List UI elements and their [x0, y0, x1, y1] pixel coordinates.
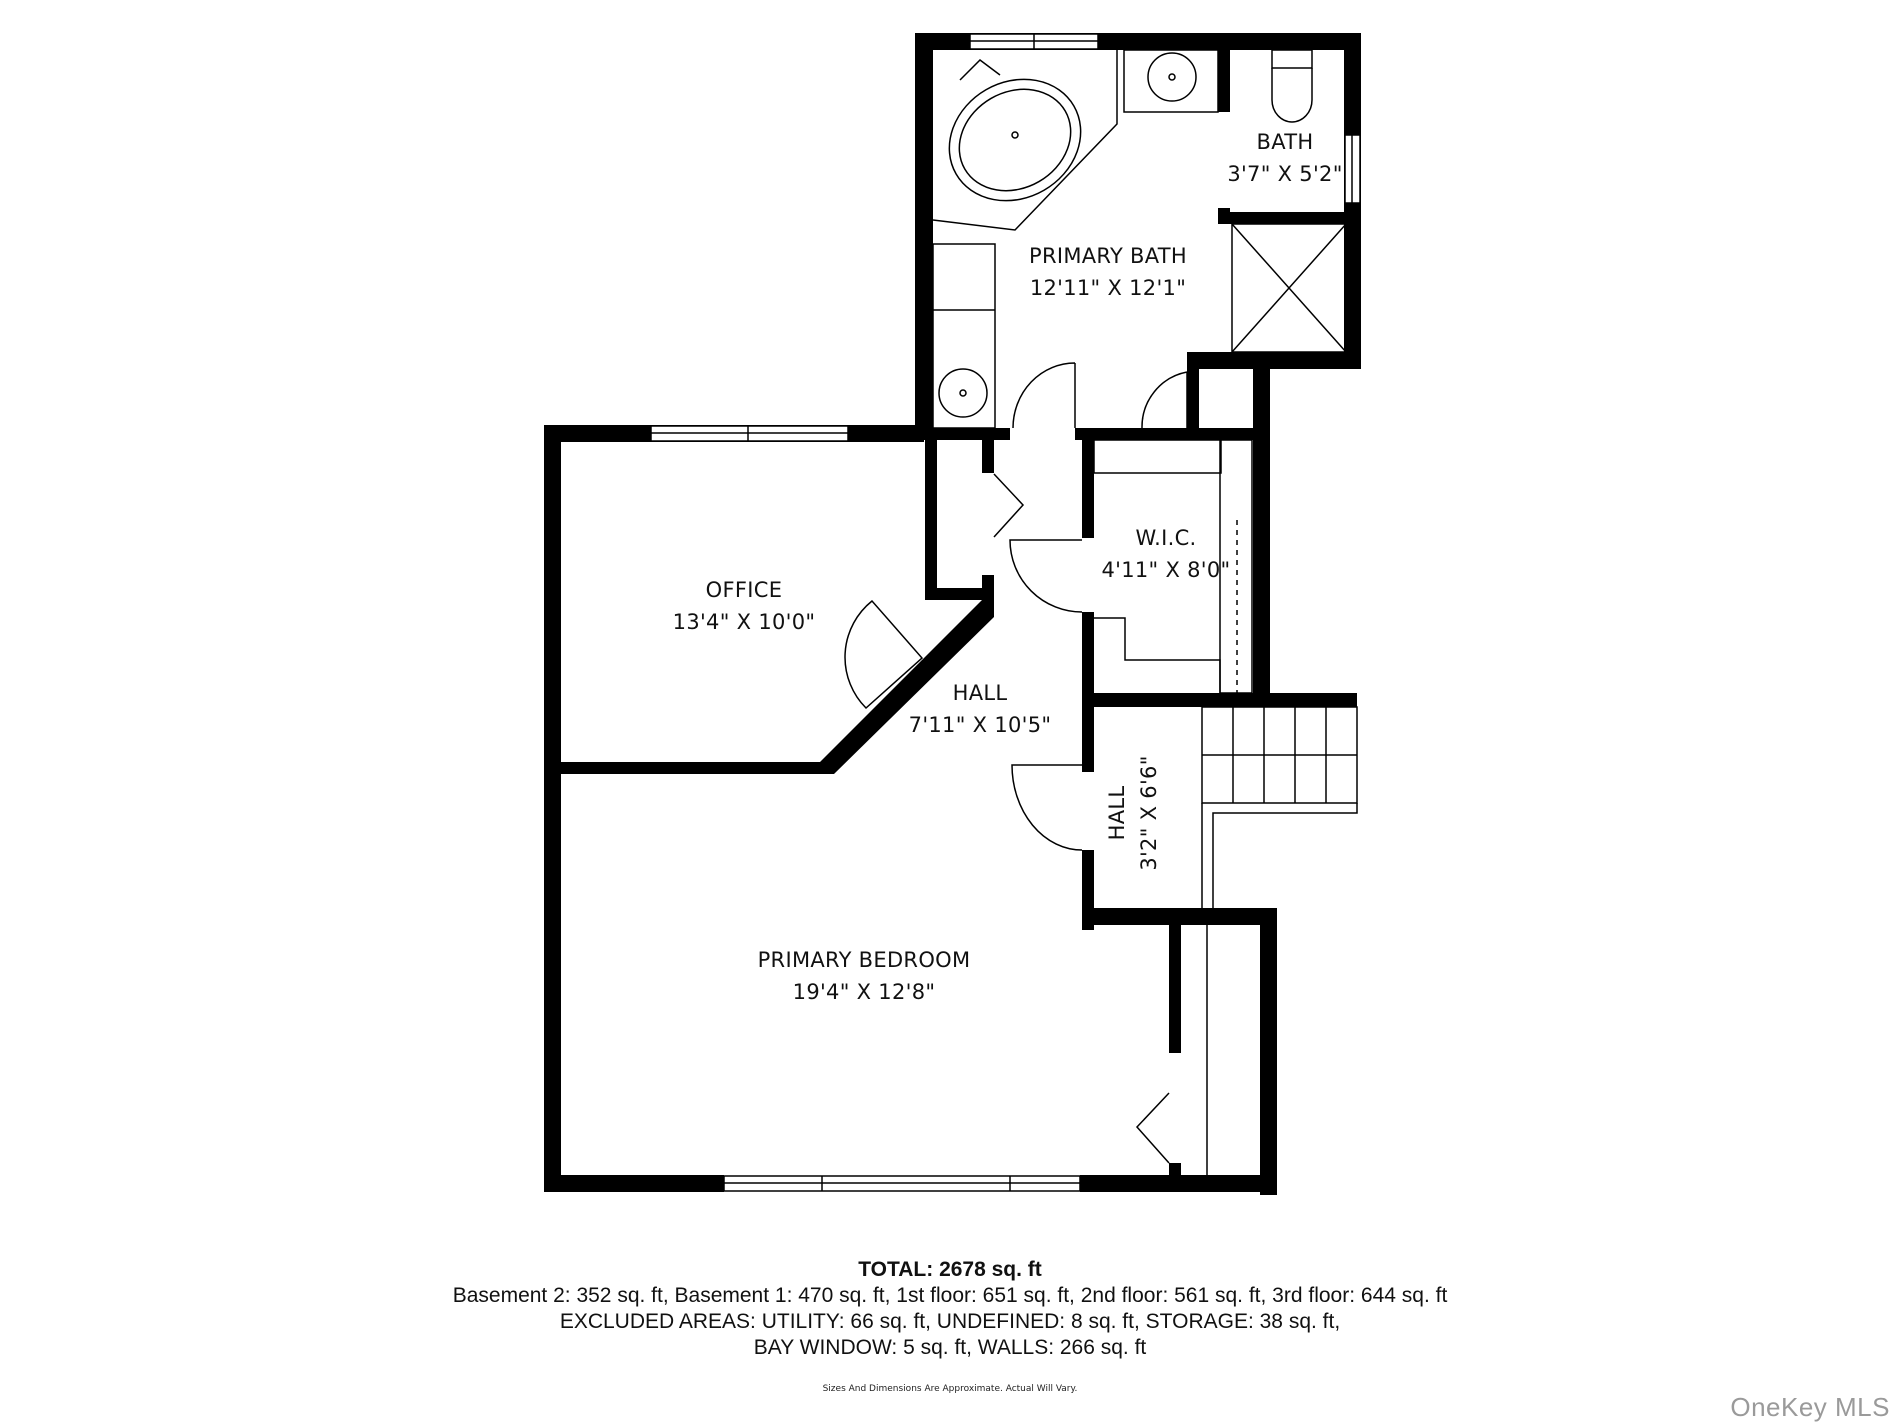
floor-areas: Basement 2: 352 sq. ft, Basement 1: 470 …: [452, 1284, 1448, 1307]
room-name: W.I.C.: [1135, 526, 1197, 550]
room-office: OFFICE 13'4" X 10'0": [673, 574, 816, 638]
watermark: OneKey MLS: [1730, 1392, 1890, 1422]
room-dimensions: 12'11" X 12'1": [1029, 276, 1187, 300]
room-primary-bath: PRIMARY BATH 12'11" X 12'1": [1029, 240, 1187, 304]
room-name: HALL: [1105, 785, 1129, 841]
windows: [650, 33, 1361, 1192]
room-name: OFFICE: [705, 578, 783, 602]
disclaimer: Sizes And Dimensions Are Approximate. Ac…: [822, 1384, 1078, 1394]
room-name: HALL: [952, 681, 1008, 705]
excluded-areas-line-1: EXCLUDED AREAS: UTILITY: 66 sq. ft, UNDE…: [559, 1310, 1341, 1333]
room-wic: W.I.C. 4'11" X 8'0": [1101, 522, 1230, 586]
room-dimensions: 19'4" X 12'8": [792, 980, 936, 1004]
area-summary: TOTAL: 2678 sq. ft Basement 2: 352 sq. f…: [0, 1257, 1900, 1361]
fixtures: [844, 49, 1358, 1175]
room-dimensions: 7'11" X 10'5": [908, 713, 1052, 737]
room-name: BATH: [1256, 130, 1314, 154]
room-dimensions: 4'11" X 8'0": [1101, 558, 1231, 582]
room-bath: BATH 3'7" X 5'2": [1227, 126, 1342, 190]
room-hall-main: HALL 7'11" X 10'5": [909, 677, 1052, 741]
excluded-areas-line-2: BAY WINDOW: 5 sq. ft, WALLS: 266 sq. ft: [753, 1336, 1147, 1359]
room-name: PRIMARY BEDROOM: [757, 948, 971, 972]
room-dimensions: 13'4" X 10'0": [672, 610, 816, 634]
room-name: PRIMARY BATH: [1028, 244, 1188, 268]
room-dimensions: 3'7" X 5'2": [1227, 162, 1343, 186]
room-hall-small: HALL 3'2" X 6'6": [1101, 755, 1165, 870]
room-primary-bedroom: PRIMARY BEDROOM 19'4" X 12'8": [758, 944, 971, 1008]
total-area: TOTAL: 2678 sq. ft: [858, 1258, 1042, 1281]
room-dimensions: 3'2" X 6'6": [1137, 755, 1161, 871]
walls: [544, 33, 1361, 1195]
